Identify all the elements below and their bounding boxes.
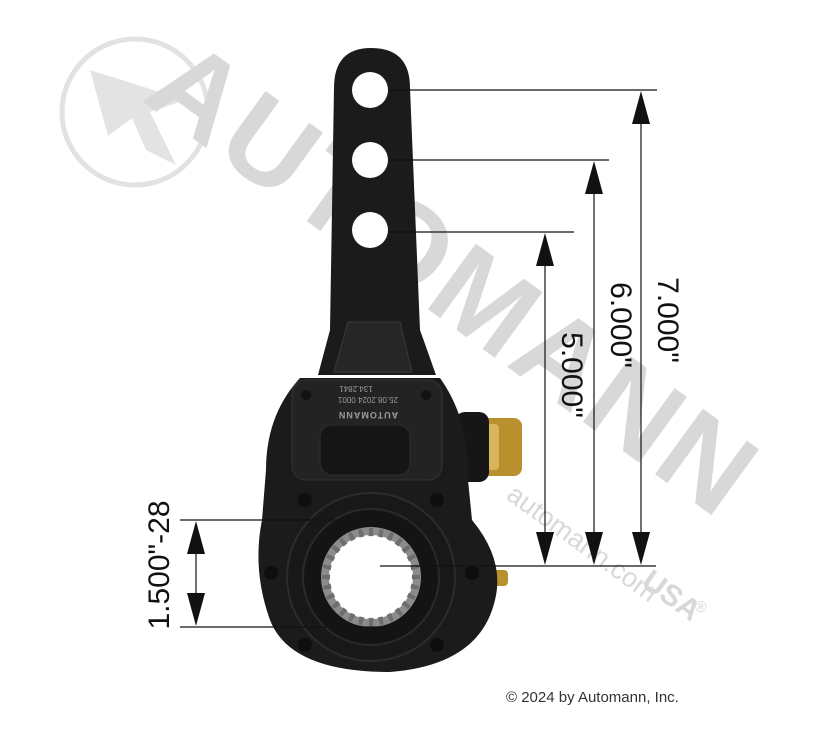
brass-fitting-shade — [487, 424, 499, 470]
stamp-line-1: 134.2841 — [339, 384, 373, 393]
arm-ridge — [333, 321, 413, 373]
spline-tooth — [322, 564, 332, 571]
spline-tooth — [322, 583, 332, 590]
arrow-spline-top — [187, 521, 205, 554]
spline-tooth — [394, 537, 403, 547]
spline-tooth — [401, 545, 411, 554]
spline-tooth — [348, 612, 356, 622]
spline-tooth — [377, 616, 384, 626]
spline-tooth — [394, 607, 403, 617]
spline-tooth — [331, 545, 341, 554]
adjuster-arm — [318, 48, 436, 375]
cover-bolt-1 — [301, 390, 311, 400]
spline-tooth — [411, 574, 420, 580]
spline-tooth — [326, 592, 336, 600]
spline-tooth — [401, 600, 411, 609]
arrow-5-bottom — [536, 532, 554, 565]
spline-tooth — [368, 528, 374, 537]
arm-hole-bottom — [352, 212, 388, 248]
spline-tooth-group — [322, 528, 420, 626]
dim-label-5: 5.000" — [555, 332, 588, 418]
watermark-registered-mark: ® — [695, 599, 707, 616]
stamp-block: AUTOMANN 25.08.2024 0001 134.2841 — [337, 384, 398, 420]
arm-hole-top — [352, 72, 388, 108]
arrow-6-top — [585, 161, 603, 194]
dim-label-spline: 1.500"-28 — [143, 500, 176, 629]
arrow-7-bottom — [632, 532, 650, 565]
slack-adjuster: AUTOMANN 25.08.2024 0001 134.2841 — [258, 48, 522, 672]
spline-tooth — [326, 554, 336, 562]
flange-bolt-4 — [465, 566, 479, 580]
spline-tooth — [406, 554, 416, 562]
flange-bolt-3 — [264, 566, 278, 580]
flange-bolt-2 — [430, 493, 444, 507]
arrow-spline-bottom — [187, 593, 205, 626]
arrow-5-top — [536, 233, 554, 266]
spline-tooth — [377, 528, 384, 538]
spline-tooth — [348, 532, 356, 542]
cover-bolt-2 — [421, 390, 431, 400]
spline-tooth — [331, 600, 341, 609]
spline-tooth — [358, 528, 365, 538]
dimension-arrows — [187, 91, 650, 626]
stamp-logo: AUTOMANN — [338, 410, 398, 420]
watermark-logo-arrow-icon — [90, 70, 185, 165]
stamp-line-2: 25.08.2024 0001 — [337, 395, 398, 404]
spline-tooth — [410, 583, 420, 590]
spline-tooth — [339, 537, 348, 547]
copyright-text: © 2024 by Automann, Inc. — [506, 689, 679, 706]
arrow-6-bottom — [585, 532, 603, 565]
arm-hole-middle — [352, 142, 388, 178]
spline-tooth — [358, 616, 365, 626]
arrow-7-top — [632, 91, 650, 124]
dim-label-7: 7.000" — [651, 277, 684, 363]
flange-bolt-6 — [430, 638, 444, 652]
spline-bore — [329, 535, 413, 619]
spline-tooth — [368, 617, 374, 626]
spline-tooth — [406, 592, 416, 600]
spline-tooth — [386, 612, 394, 622]
dim-label-6: 6.000" — [604, 282, 637, 368]
flange-bolt-1 — [298, 493, 312, 507]
spline-tooth — [322, 574, 331, 580]
spline-tooth — [339, 607, 348, 617]
dimension-lines — [180, 89, 657, 628]
flange-bolt-5 — [298, 638, 312, 652]
worm-housing — [319, 424, 411, 476]
watermark-logo-circle — [59, 36, 211, 188]
spline-tooth — [386, 532, 394, 542]
